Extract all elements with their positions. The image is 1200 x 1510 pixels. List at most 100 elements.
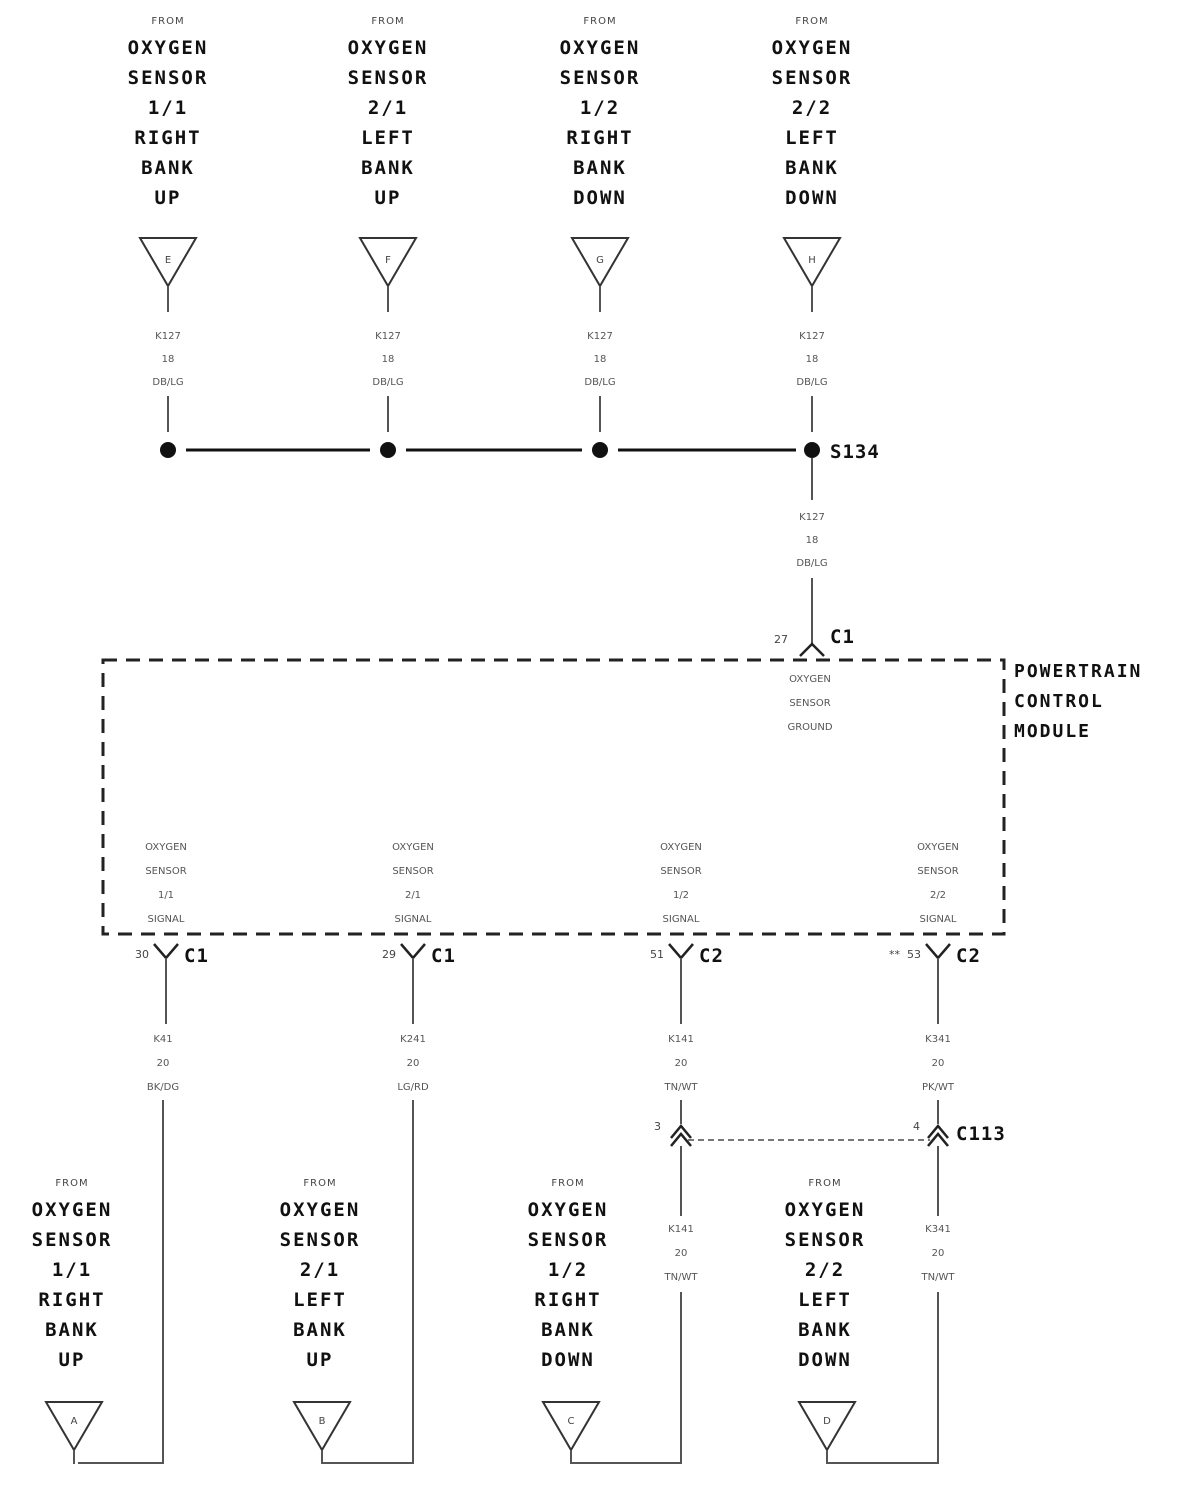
connector-letter: G <box>596 255 604 266</box>
source-line: SENSOR <box>348 67 429 89</box>
connector-letter: C <box>568 1416 575 1427</box>
connector-letter: A <box>71 1416 78 1427</box>
source-line: UP <box>155 187 182 209</box>
from-label: FROM <box>795 16 828 27</box>
top-source-1: FROM OXYGEN SENSOR 1/1 RIGHT BANK UP E K… <box>128 16 209 432</box>
wire-gauge: 18 <box>806 354 819 365</box>
source-line: OXYGEN <box>32 1199 113 1221</box>
bottom-source-2: FROM OXYGEN SENSOR 2/1 LEFT BANK UP B <box>280 1178 361 1464</box>
source-line: BANK <box>141 157 195 179</box>
from-label: FROM <box>583 16 616 27</box>
source-line: BANK <box>541 1319 595 1341</box>
wire-gauge: 20 <box>932 1248 945 1259</box>
source-line: RIGHT <box>566 127 633 149</box>
pin-chevron-icon <box>668 943 694 960</box>
pin-chevron-icon <box>925 943 951 960</box>
from-label: FROM <box>551 1178 584 1189</box>
from-label: FROM <box>303 1178 336 1189</box>
wire-color: DB/LG <box>796 377 827 388</box>
pin-chevron-icon <box>927 1124 949 1139</box>
wire-code: K127 <box>375 331 401 342</box>
signal-output-1: 30 C1 K41 20 BK/DG <box>78 943 209 1464</box>
source-line: SENSOR <box>528 1229 609 1251</box>
source-line: RIGHT <box>38 1289 105 1311</box>
source-line: 2/2 <box>792 97 832 119</box>
wire-color: PK/WT <box>922 1082 955 1093</box>
signal-desc: SIGNAL <box>395 914 432 925</box>
wire-code: K41 <box>153 1034 172 1045</box>
signal-desc: OXYGEN <box>660 842 702 853</box>
pcm-label-line: MODULE <box>1014 721 1091 742</box>
signal-desc: SIGNAL <box>148 914 185 925</box>
pin-chevron-icon <box>670 1132 692 1147</box>
source-line: OXYGEN <box>560 37 641 59</box>
wire-code: K141 <box>668 1224 694 1235</box>
source-line: LEFT <box>293 1289 347 1311</box>
pcm-ground-desc: OXYGEN <box>789 674 831 685</box>
source-line: DOWN <box>541 1349 595 1371</box>
pin-number: 4 <box>913 1120 920 1133</box>
connector-letter: D <box>823 1416 831 1427</box>
signal-desc: OXYGEN <box>392 842 434 853</box>
source-line: 2/1 <box>368 97 408 119</box>
signal-desc: SIGNAL <box>663 914 700 925</box>
splice-dot <box>592 442 608 458</box>
wire-gauge: 20 <box>675 1248 688 1259</box>
source-line: UP <box>59 1349 86 1371</box>
wire-color: BK/DG <box>147 1082 179 1093</box>
bottom-source-1: FROM OXYGEN SENSOR 1/1 RIGHT BANK UP A <box>32 1178 113 1464</box>
source-line: UP <box>375 187 402 209</box>
wire-color: DB/LG <box>152 377 183 388</box>
source-line: BANK <box>785 157 839 179</box>
source-line: BANK <box>293 1319 347 1341</box>
connector-letter: B <box>319 1416 326 1427</box>
wire-gauge: 20 <box>675 1058 688 1069</box>
source-line: 1/1 <box>148 97 188 119</box>
source-line: BANK <box>573 157 627 179</box>
top-source-3: FROM OXYGEN SENSOR 1/2 RIGHT BANK DOWN G… <box>560 16 641 432</box>
from-label: FROM <box>151 16 184 27</box>
connector-triangle-icon <box>138 237 198 288</box>
source-line: RIGHT <box>134 127 201 149</box>
source-line: BANK <box>45 1319 99 1341</box>
wire-gauge: 20 <box>407 1058 420 1069</box>
connector-triangle-icon <box>541 1401 601 1452</box>
source-line: SENSOR <box>772 67 853 89</box>
signal-desc: SIGNAL <box>920 914 957 925</box>
signal-output-3: 51 C2 K141 20 TN/WT <box>650 943 723 1124</box>
connector-label: C1 <box>184 945 209 967</box>
wire-color: TN/WT <box>921 1272 956 1283</box>
connector-letter: E <box>165 255 171 266</box>
wire-code: K141 <box>668 1034 694 1045</box>
pin-number: 27 <box>774 633 788 646</box>
source-line: 1/2 <box>580 97 620 119</box>
pin-chevron-icon <box>400 943 426 960</box>
source-line: DOWN <box>798 1349 852 1371</box>
pin-chevron-icon <box>799 642 825 657</box>
source-line: OXYGEN <box>772 37 853 59</box>
splice-s134: S134 <box>160 441 879 463</box>
ground-wire: K127 18 DB/LG 27 C1 <box>774 458 855 657</box>
wire-color: DB/LG <box>796 558 827 569</box>
top-source-2: FROM OXYGEN SENSOR 2/1 LEFT BANK UP F K1… <box>348 16 429 432</box>
source-line: 2/1 <box>300 1259 340 1281</box>
connector-label: C1 <box>830 626 855 648</box>
wire-code: K341 <box>925 1034 951 1045</box>
connector-c113: 3 4 C113 K141 20 TN/WT K341 20 TN/WT <box>572 1120 1005 1464</box>
bottom-source-4: FROM OXYGEN SENSOR 2/2 LEFT BANK DOWN D <box>785 1178 866 1464</box>
from-label: FROM <box>55 1178 88 1189</box>
pcm-ground-desc: SENSOR <box>789 698 830 709</box>
signal-desc: SENSOR <box>660 866 701 877</box>
signal-desc: 2/2 <box>930 890 946 901</box>
source-line: OXYGEN <box>785 1199 866 1221</box>
source-line: OXYGEN <box>128 37 209 59</box>
signal-desc: 2/1 <box>405 890 421 901</box>
source-line: SENSOR <box>560 67 641 89</box>
signal-desc: SENSOR <box>145 866 186 877</box>
source-line: 2/2 <box>805 1259 845 1281</box>
pin-number: 3 <box>654 1120 661 1133</box>
source-line: BANK <box>798 1319 852 1341</box>
pin-number: 51 <box>650 948 664 961</box>
pcm-outline <box>101 658 1006 936</box>
source-line: OXYGEN <box>280 1199 361 1221</box>
